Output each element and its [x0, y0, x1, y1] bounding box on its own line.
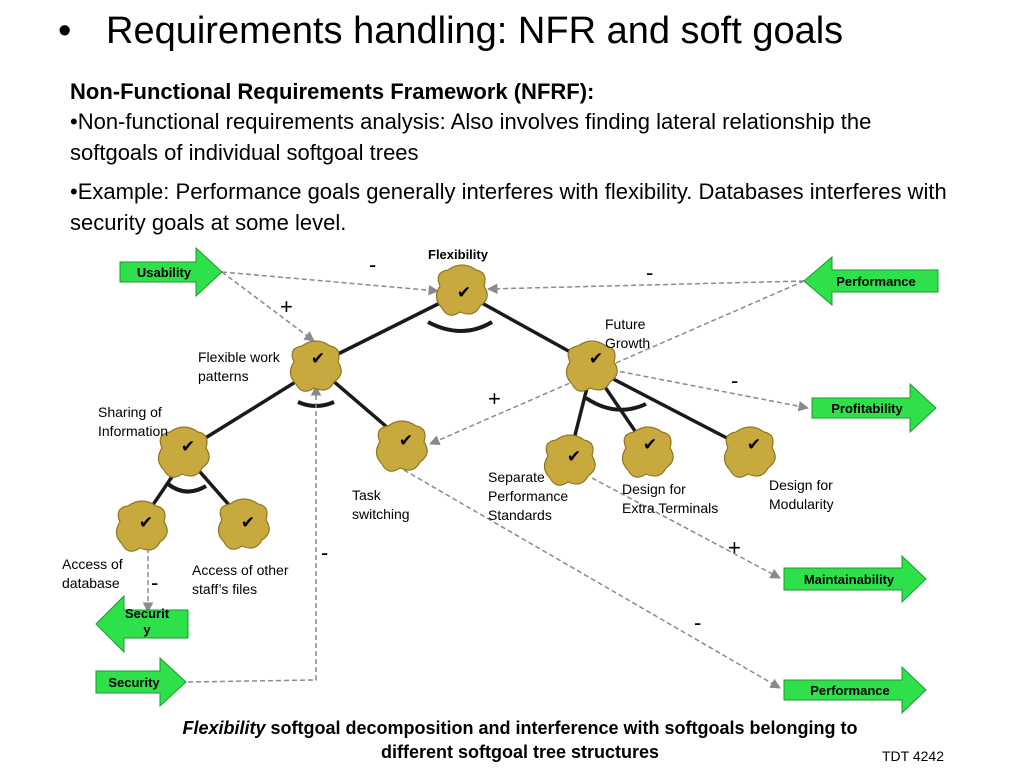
arc-sharing — [166, 482, 208, 494]
label-future-growth: Future Growth — [605, 316, 651, 351]
check-icon: ✔ — [457, 283, 471, 302]
caption-text: softgoal decomposition and interference … — [265, 718, 858, 762]
sign-flex-right: - — [646, 260, 654, 285]
arrow-security-left — [95, 594, 189, 654]
bullet-lateral-relationship: •Non-functional requirements analysis: A… — [70, 109, 872, 165]
check-icon: ✔ — [567, 447, 581, 466]
arrow-label-security-left: Securit y — [124, 606, 170, 637]
bullet-example: •Example: Performance goals generally in… — [70, 179, 947, 235]
label-modularity: Design for Modularity — [769, 477, 834, 512]
interference-links — [142, 271, 810, 689]
label-flexibility: Flexibility — [428, 247, 488, 262]
arrow-performance-top — [803, 255, 939, 307]
arrow-security-bottom — [95, 656, 187, 708]
arc-flex — [427, 320, 494, 333]
arrow-label-usability: Usability — [136, 265, 192, 280]
check-icon: ✔ — [139, 513, 153, 532]
dash-task-performance — [403, 469, 781, 689]
link-flex-flexwork — [317, 290, 463, 366]
slide-title: • Requirements handling: NFR and soft goa… — [58, 10, 843, 53]
sign-flex-left: - — [369, 252, 377, 277]
sign-maintainability-plus: + — [728, 535, 741, 560]
dash-separate-maintainability — [591, 477, 781, 579]
sign-usability-plus: + — [280, 294, 293, 319]
sign-future-minus: - — [731, 368, 739, 393]
figure-caption: Flexibility softgoal decomposition and i… — [150, 716, 890, 764]
sign-db-minus: - — [151, 570, 159, 595]
footer-code: TDT 4242 — [882, 748, 944, 764]
green-arrows — [95, 246, 939, 715]
arc-future — [584, 396, 647, 412]
arrow-label-performance-bottom: Performance — [810, 683, 890, 698]
dash-usability-flexwork — [221, 271, 315, 342]
sign-performance-minus: - — [694, 610, 702, 635]
check-icon: ✔ — [241, 513, 255, 532]
label-task-switching: Task switching — [352, 487, 410, 522]
arrow-maintainability — [783, 554, 927, 604]
dash-performance-task — [429, 280, 805, 446]
label-separate-performance: Separate Performance Standards — [488, 469, 569, 523]
check-icon: ✔ — [181, 437, 195, 456]
softgoal-sharing — [157, 426, 210, 478]
arrow-usability — [119, 246, 223, 298]
check-icon: ✔ — [399, 431, 413, 450]
sign-task-minus: - — [321, 540, 329, 565]
softgoal-separate-performance — [543, 434, 596, 486]
label-extra-terminals: Design for Extra Terminals — [622, 481, 719, 516]
sign-center-plus: + — [488, 386, 501, 411]
title-bullet: • — [58, 10, 72, 52]
softgoal-access-files — [217, 498, 270, 550]
softgoal-nodes — [115, 264, 776, 552]
title-text: Requirements handling: NFR and soft goal… — [106, 10, 844, 52]
arrow-label-maintainability: Maintainability — [803, 572, 895, 587]
label-access-db: Access of database — [62, 556, 123, 591]
label-sharing: Sharing of Information — [98, 404, 169, 439]
label-access-files: Access of other staff’s files — [192, 562, 289, 597]
check-marks: ✔ ✔ ✔ ✔ ✔ ✔ ✔ ✔ ✔ ✔ — [139, 283, 761, 532]
softgoal-modularity — [723, 426, 776, 478]
arrow-performance-bottom — [783, 665, 927, 715]
softgoal-extra-terminals — [621, 426, 674, 478]
arrow-label-profitability: Profitability — [831, 401, 903, 416]
dash-security-flexwork — [187, 384, 322, 683]
dash-future-profitability — [611, 369, 810, 412]
check-icon: ✔ — [589, 349, 603, 368]
check-icon: ✔ — [747, 435, 761, 454]
check-icon: ✔ — [643, 435, 657, 454]
softgoal-flexibility — [435, 264, 488, 316]
caption-italic: Flexibility — [182, 718, 266, 738]
softgoal-future-growth — [565, 340, 618, 392]
softgoal-task-switching — [375, 420, 428, 472]
arrow-label-performance-top: Performance — [836, 274, 916, 289]
softgoal-flexible-work — [289, 340, 342, 392]
dash-usability-flex — [221, 271, 440, 296]
arrow-label-security-bottom: Security — [108, 675, 160, 690]
dash-performance-flex — [486, 280, 805, 295]
check-icon: ✔ — [311, 349, 325, 368]
link-future-modularity — [591, 366, 751, 452]
softgoal-access-db — [115, 500, 168, 552]
arrow-profitability — [811, 382, 937, 434]
heading-nfrf: Non-Functional Requirements Framework (N… — [70, 79, 595, 104]
label-flexible-work: Flexible work patterns — [198, 349, 280, 384]
